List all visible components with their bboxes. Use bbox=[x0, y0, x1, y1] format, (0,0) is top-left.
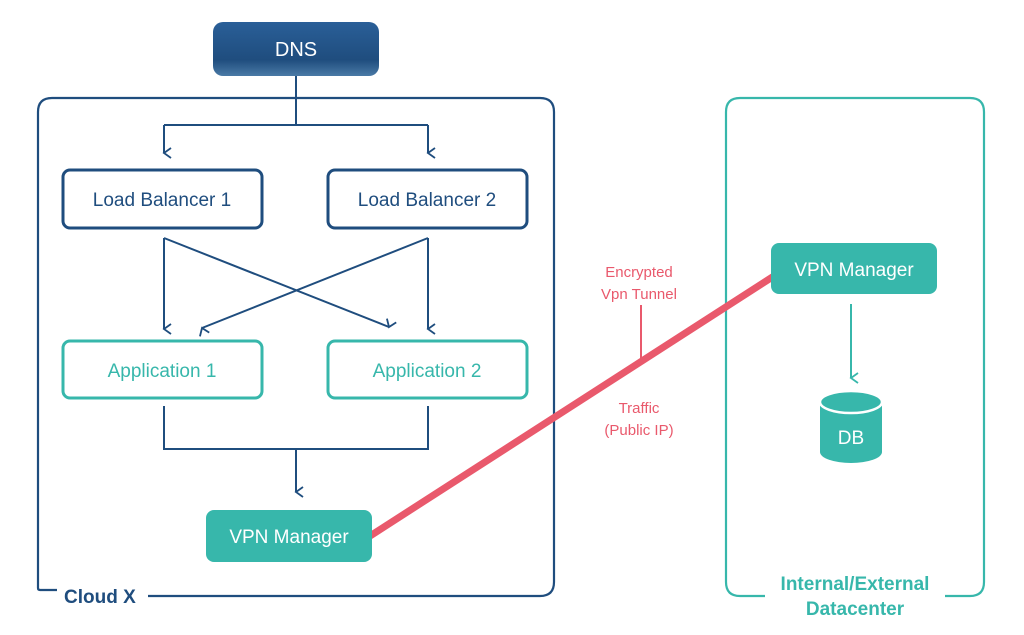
cloud-group-label: Cloud X bbox=[64, 587, 136, 608]
vpn-manager-datacenter-label: VPN Manager bbox=[794, 260, 914, 281]
db-node: DB bbox=[818, 389, 884, 463]
dns-node: DNS bbox=[213, 22, 379, 76]
vpn-manager-cloud-node: VPN Manager bbox=[206, 510, 372, 562]
vpn-manager-cloud-label: VPN Manager bbox=[229, 527, 349, 548]
tunnel-label-top-line2: Vpn Tunnel bbox=[601, 286, 677, 303]
load-balancer-2-node: Load Balancer 2 bbox=[326, 168, 529, 230]
tunnel-label-top-line1: Encrypted bbox=[605, 264, 673, 281]
load-balancer-1-node: Load Balancer 1 bbox=[61, 168, 264, 230]
vpn-manager-datacenter-node: VPN Manager bbox=[771, 243, 937, 294]
datacenter-group-frame bbox=[724, 96, 986, 598]
dns-connectors bbox=[162, 76, 436, 159]
dns-label: DNS bbox=[275, 39, 317, 61]
db-label: DB bbox=[838, 428, 864, 449]
database-icon bbox=[820, 402, 882, 463]
datacenter-group-label-line1: Internal/External bbox=[781, 574, 930, 595]
load-balancer-1-label: Load Balancer 1 bbox=[93, 190, 231, 211]
app-vpn-connectors bbox=[163, 406, 429, 498]
lb-app-connectors bbox=[162, 237, 436, 337]
tunnel-label-bottom-line1: Traffic bbox=[619, 400, 660, 417]
application-2-label: Application 2 bbox=[373, 361, 482, 382]
load-balancer-2-label: Load Balancer 2 bbox=[358, 190, 496, 211]
datacenter-group-label-line2: Datacenter bbox=[806, 599, 905, 620]
application-1-label: Application 1 bbox=[108, 361, 217, 382]
tunnel-label-bottom-line2: (Public IP) bbox=[604, 422, 673, 439]
application-2-node: Application 2 bbox=[326, 339, 529, 400]
vpn-tunnel-line bbox=[366, 272, 778, 540]
application-1-node: Application 1 bbox=[61, 339, 264, 400]
